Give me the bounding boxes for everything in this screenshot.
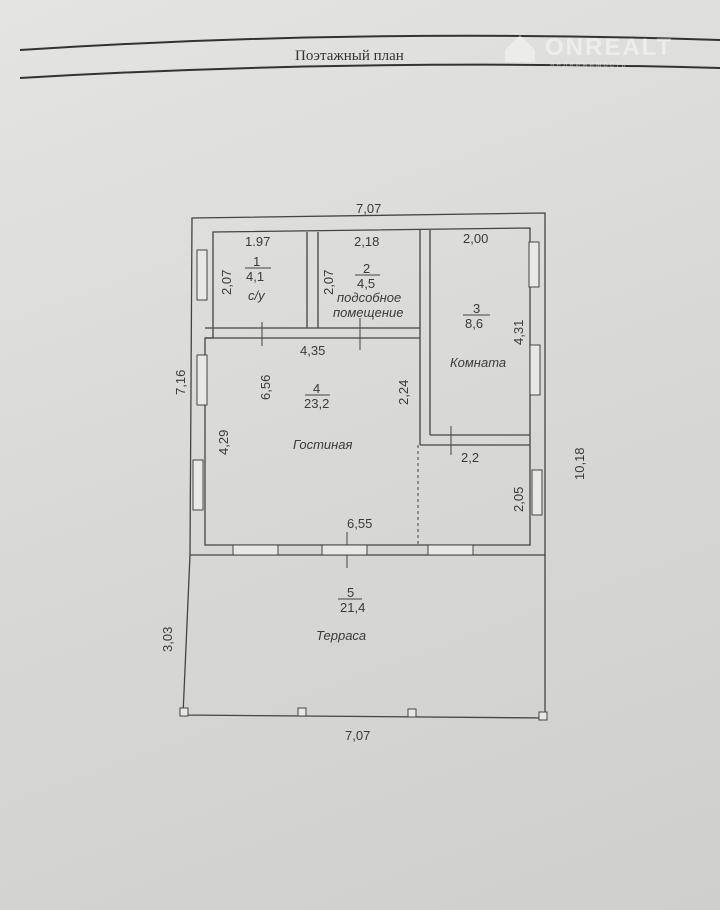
watermark: ONREALT недвижимость [505, 34, 673, 69]
room2-area: 4,5 [357, 276, 375, 291]
room2-height: 2,07 [321, 270, 336, 295]
terrace-height: 3,03 [160, 627, 175, 652]
room2-number: 2 [363, 261, 370, 276]
room3-name: Комната [450, 355, 506, 370]
terrace-width: 7,07 [345, 728, 370, 743]
room1-area: 4,1 [246, 269, 264, 284]
watermark-brand: ONREALT [545, 34, 673, 61]
room4-dim-mid: 2,24 [396, 380, 411, 405]
terrace-area: 21,4 [340, 600, 365, 615]
partition-walls [205, 230, 530, 446]
door-marks [261, 318, 452, 568]
room3-height: 4,31 [511, 320, 526, 345]
room1-width: 1.97 [245, 234, 270, 249]
room4-number: 4 [313, 381, 320, 396]
room2-width: 2,18 [354, 234, 379, 249]
hall-height: 2,05 [511, 487, 526, 512]
watermark-house-icon [505, 35, 535, 62]
room1-number: 1 [253, 254, 260, 269]
watermark-subtitle: недвижимость [550, 60, 628, 69]
windows [192, 241, 543, 556]
room4-dim-bottom: 6,55 [347, 516, 372, 531]
room1-name: с/у [248, 288, 266, 303]
terrace-name: Терраса [316, 628, 366, 643]
room4-dim-left: 6,56 [258, 375, 273, 400]
terrace-outline [182, 554, 546, 719]
terrace-number: 5 [347, 585, 354, 600]
room3-area: 8,6 [465, 316, 483, 331]
room4-area: 23,2 [304, 396, 329, 411]
plan-title: Поэтажный план [295, 48, 404, 64]
room2-name-line1: подсобное [337, 290, 401, 305]
dim-left: 7,16 [173, 370, 188, 395]
room3-number: 3 [473, 301, 480, 316]
hall-width: 2,2 [461, 450, 479, 465]
dim-top: 7,07 [356, 201, 381, 216]
room3-width: 2,00 [463, 231, 488, 246]
room2-name-line2: помещение [333, 305, 403, 320]
room4-name: Гостиная [293, 437, 353, 452]
header-line-bottom [19, 63, 720, 79]
terrace-posts [179, 707, 548, 721]
room4-dim-lower-left: 4,29 [216, 430, 231, 455]
header-line-top [19, 34, 720, 51]
dim-right: 10,18 [572, 447, 587, 480]
room4-dim-top: 4,35 [300, 343, 325, 358]
room1-height: 2,07 [219, 270, 234, 295]
